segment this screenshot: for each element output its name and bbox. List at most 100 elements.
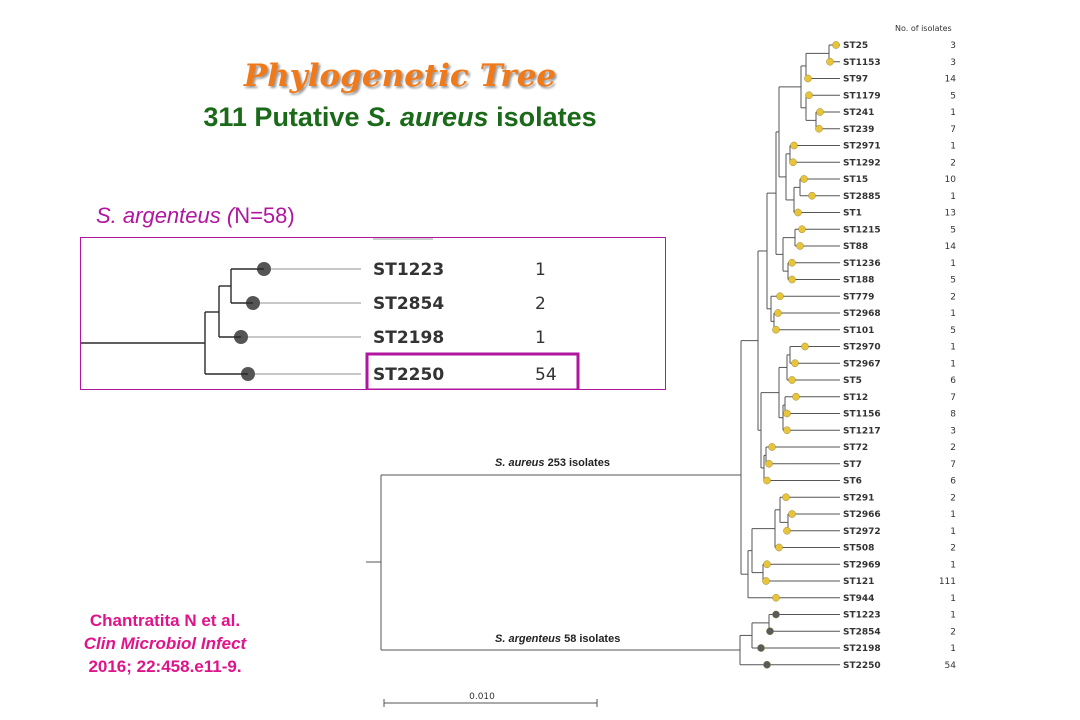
- argenteus-inset-title: S. argenteus (N=58): [96, 203, 295, 229]
- tip-count: 1: [950, 192, 956, 202]
- tip-node-st2972: [783, 526, 791, 535]
- tip-label: ST1292: [843, 158, 881, 168]
- tip-count: 1: [950, 611, 956, 621]
- aureus-clade-label: S. aureus 253 isolates: [495, 457, 610, 469]
- tip-label: ST15: [843, 175, 868, 185]
- tip-label: ST1: [843, 209, 862, 219]
- tip-node-st2198: [757, 644, 765, 652]
- tip-label: ST1217: [843, 426, 881, 436]
- argenteus-clade-label-species: S. argenteus: [495, 633, 564, 645]
- subtitle-species: S. aureus: [366, 102, 489, 132]
- inset-tip-count: 1: [535, 260, 546, 280]
- tip-label: ST2969: [843, 560, 881, 570]
- tip-node-st5: [788, 376, 796, 384]
- tip-node-st12: [792, 392, 800, 401]
- inset-tip-label: ST1223: [373, 260, 444, 280]
- tip-node-st239: [815, 124, 823, 133]
- subtitle-count: 311 Putative: [203, 102, 360, 132]
- tip-label: ST101: [843, 326, 874, 336]
- tip-label: ST2971: [843, 142, 881, 152]
- tip-count: 1: [950, 510, 956, 520]
- tip-count: 14: [945, 242, 957, 252]
- tip-node-st188: [788, 275, 796, 284]
- page-subtitle: 311 Putative S. aureus isolates: [140, 102, 660, 133]
- tip-label: ST5: [843, 376, 862, 386]
- tip-label: ST2972: [843, 527, 881, 537]
- tip-label: ST2968: [843, 309, 881, 319]
- tip-count: 2: [950, 493, 956, 503]
- inset-tip-label: ST2198: [373, 328, 444, 348]
- tip-label: ST88: [843, 242, 868, 252]
- tip-node-st15: [800, 175, 808, 183]
- tip-node-st1217: [783, 426, 791, 435]
- tip-node-st1179: [805, 91, 813, 100]
- tip-node-st25: [832, 41, 840, 49]
- tip-node-st241: [816, 108, 824, 116]
- inset-tip-count: 54: [535, 365, 557, 385]
- tip-node-st101: [772, 325, 780, 334]
- tip-node-st944: [772, 593, 780, 602]
- citation-journal: Clin Microbiol Infect: [83, 634, 247, 653]
- tip-node-st779: [776, 292, 784, 301]
- inset-tip-count: 1: [535, 328, 546, 348]
- tip-count: 2: [950, 627, 956, 637]
- aureus-clade-label-count: 253 isolates: [548, 457, 610, 469]
- tip-label: ST2198: [843, 644, 881, 654]
- tip-label: ST1156: [843, 410, 881, 420]
- tip-count: 111: [939, 577, 956, 587]
- argenteus-clade-label: S. argenteus 58 isolates: [495, 633, 620, 645]
- scale-bar-label: 0.010: [469, 692, 495, 702]
- tip-count: 2: [950, 544, 956, 554]
- tip-label: ST241: [843, 108, 874, 118]
- tip-count: 1: [950, 359, 956, 369]
- tip-node-st1223: [772, 610, 780, 619]
- tip-node-st291: [782, 493, 790, 502]
- tip-label: ST779: [843, 292, 874, 302]
- tip-count: 2: [950, 443, 956, 453]
- citation: Chantratita N et al. Clin Microbiol Infe…: [40, 609, 290, 678]
- tip-label: ST6: [843, 477, 862, 487]
- tip-count: 6: [950, 376, 956, 386]
- tip-label: ST291: [843, 493, 874, 503]
- inset-tip-count: 2: [535, 294, 546, 314]
- tip-node-st1: [794, 208, 802, 217]
- tip-label: ST2967: [843, 359, 881, 369]
- tip-label: ST1215: [843, 225, 881, 235]
- tip-count: 7: [950, 393, 956, 403]
- tip-label: ST12: [843, 393, 868, 403]
- argenteus-inset-title-count: N=58): [234, 203, 295, 228]
- tip-label: ST188: [843, 276, 874, 286]
- tip-label: ST97: [843, 75, 868, 85]
- tip-count: 5: [950, 326, 956, 336]
- tip-node-st2885: [808, 191, 816, 200]
- tip-node-st72: [768, 443, 776, 451]
- subtitle-suffix: isolates: [496, 102, 597, 132]
- tip-node-st2966: [788, 510, 796, 518]
- column-header: No. of isolates: [895, 24, 952, 33]
- tip-count: 5: [950, 225, 956, 235]
- tip-node-st2969: [763, 560, 771, 569]
- tip-count: 1: [950, 560, 956, 570]
- tip-node-st97: [804, 74, 812, 83]
- inset-clipped-row: [373, 238, 433, 240]
- tip-count: 3: [950, 426, 956, 436]
- tip-count: 3: [950, 58, 956, 68]
- tip-node-st2854: [766, 627, 774, 636]
- tip-node-st2250: [763, 660, 771, 669]
- tip-count: 1: [950, 142, 956, 152]
- tip-label: ST1179: [843, 91, 881, 101]
- tip-label: ST72: [843, 443, 868, 453]
- tip-count: 1: [950, 594, 956, 604]
- tip-count: 2: [950, 158, 956, 168]
- tip-count: 1: [950, 343, 956, 353]
- tip-count: 5: [950, 276, 956, 286]
- argenteus-clade-label-count: 58 isolates: [564, 633, 620, 645]
- tip-node-st1236: [788, 258, 796, 267]
- tip-node-st1292: [789, 158, 797, 167]
- tip-count: 3: [950, 41, 956, 51]
- tip-label: ST2970: [843, 343, 881, 353]
- tip-node-st88: [796, 242, 804, 250]
- inset-highlight-box: [365, 352, 580, 389]
